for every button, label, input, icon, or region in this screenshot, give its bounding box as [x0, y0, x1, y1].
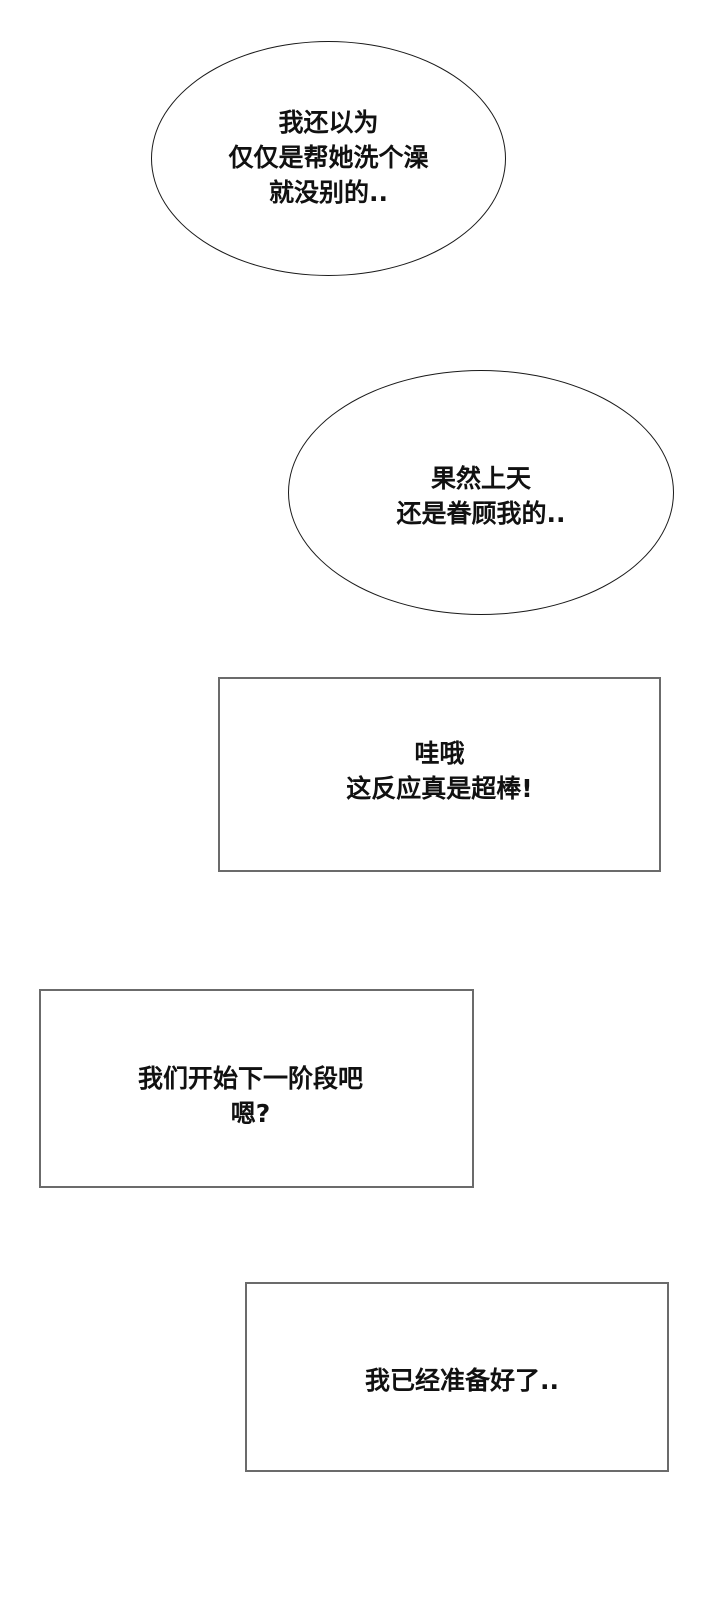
caption-box-3: 我已经准备好了.. [245, 1282, 669, 1472]
speech-bubble-text: 我还以为 仅仅是帮她洗个澡 就没别的.. [228, 108, 429, 207]
caption-box-1: 哇哦 这反应真是超棒! [218, 677, 661, 872]
speech-bubble-text: 果然上天 还是眷顾我的.. [396, 463, 566, 528]
caption-text: 我们开始下一阶段吧 嗯? [137, 1063, 363, 1128]
caption-box-2: 我们开始下一阶段吧 嗯? [39, 989, 474, 1188]
caption-text: 我已经准备好了.. [365, 1365, 559, 1395]
speech-bubble-1: 我还以为 仅仅是帮她洗个澡 就没别的.. [151, 41, 506, 276]
caption-text: 哇哦 这反应真是超棒! [346, 738, 533, 803]
speech-bubble-2: 果然上天 还是眷顾我的.. [288, 370, 674, 615]
